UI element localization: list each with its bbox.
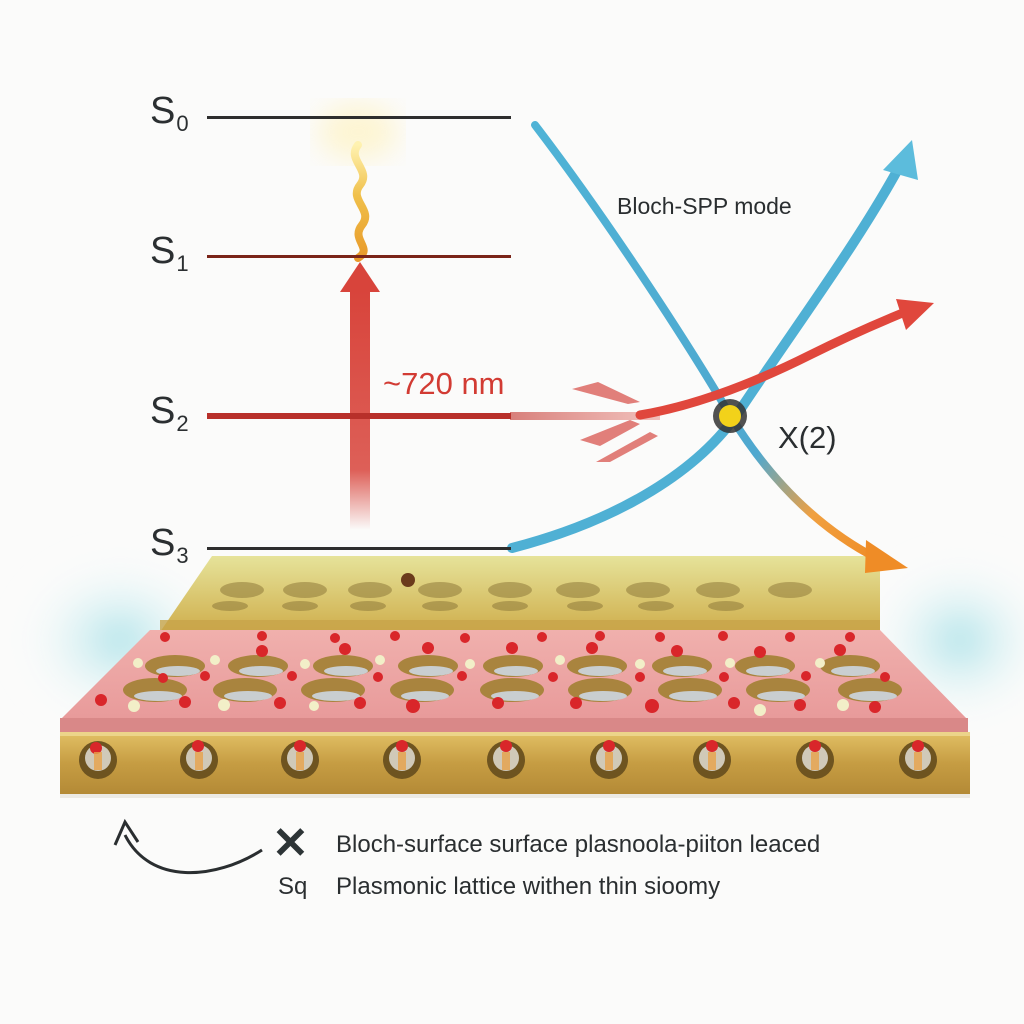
- level-label-s1: S1: [150, 230, 189, 276]
- level-label-s3: S3: [150, 522, 189, 568]
- level-label-s0: S0: [150, 90, 189, 136]
- excitation-arrow: [340, 262, 380, 530]
- bloch-spp-mode-label: Bloch-SPP mode: [617, 193, 792, 219]
- red-mode-curve: [635, 305, 915, 420]
- excitation-wavelength-label: ~720 nm: [383, 366, 505, 401]
- blue-arrowhead-icon: [883, 140, 918, 180]
- caption-line-1: Bloch-surface surface plasnoola-piiton l…: [336, 831, 821, 858]
- emission-wave-icon: [350, 141, 370, 262]
- level-line-s1: [207, 255, 511, 258]
- base-holes: [79, 740, 937, 779]
- pink-layer-holes: [123, 655, 902, 702]
- nonlinear-x2-label: X(2): [778, 420, 837, 455]
- level-line-s3: [207, 547, 511, 550]
- caption-line-2-prefix: Sq: [278, 873, 308, 900]
- caption-marker-icon: ✕: [272, 819, 309, 868]
- level-line-s2: [207, 413, 511, 419]
- molecule-dots: [95, 631, 890, 713]
- level-label-s2: S2: [150, 390, 189, 436]
- molecule-dots-light: [128, 655, 849, 716]
- level-line-s0: [207, 116, 511, 119]
- incoming-photon-arrow: [572, 382, 658, 462]
- caption-line-2: Plasmonic lattice withen thin sioomy: [336, 873, 721, 900]
- plasmonic-lattice: [60, 556, 970, 798]
- top-layer-holes: [212, 582, 812, 611]
- orange-arrowhead-icon: [865, 540, 908, 573]
- curved-return-arrow: [123, 834, 263, 874]
- red-arrowhead-icon: [896, 299, 934, 330]
